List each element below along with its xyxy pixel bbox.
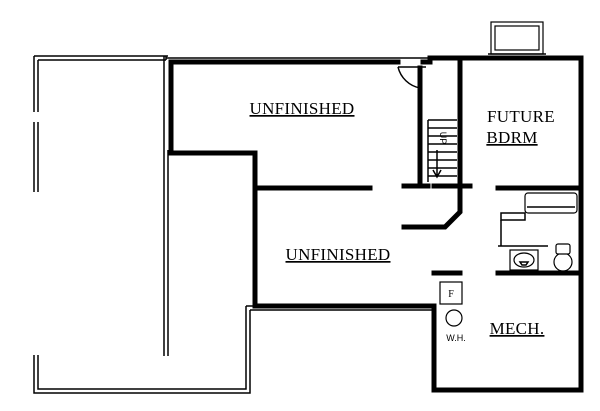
- stair-treads: [427, 119, 457, 182]
- interior-partitions: [252, 185, 583, 276]
- room-label-mech: MECH.: [490, 319, 545, 338]
- room-label-unfinished-top: UNFINISHED: [250, 99, 355, 118]
- stair-door: [397, 59, 433, 89]
- garage-outline: [33, 55, 432, 394]
- furnace: [439, 281, 463, 305]
- window-well: [488, 21, 546, 55]
- furnace-label: F: [448, 289, 454, 300]
- room-label-future-line2: BDRM: [486, 128, 537, 147]
- foundation-walls: [166, 55, 584, 393]
- bathroom-fixtures: [498, 192, 578, 272]
- room-label-future-line1: FUTURE: [487, 107, 555, 126]
- water-heater: [445, 309, 463, 327]
- room-label-unfinished-bottom: UNFINISHED: [286, 245, 391, 264]
- stair-up-label: UP: [438, 132, 448, 145]
- stair-walls: [401, 59, 473, 230]
- water-heater-label: W.H.: [446, 333, 466, 343]
